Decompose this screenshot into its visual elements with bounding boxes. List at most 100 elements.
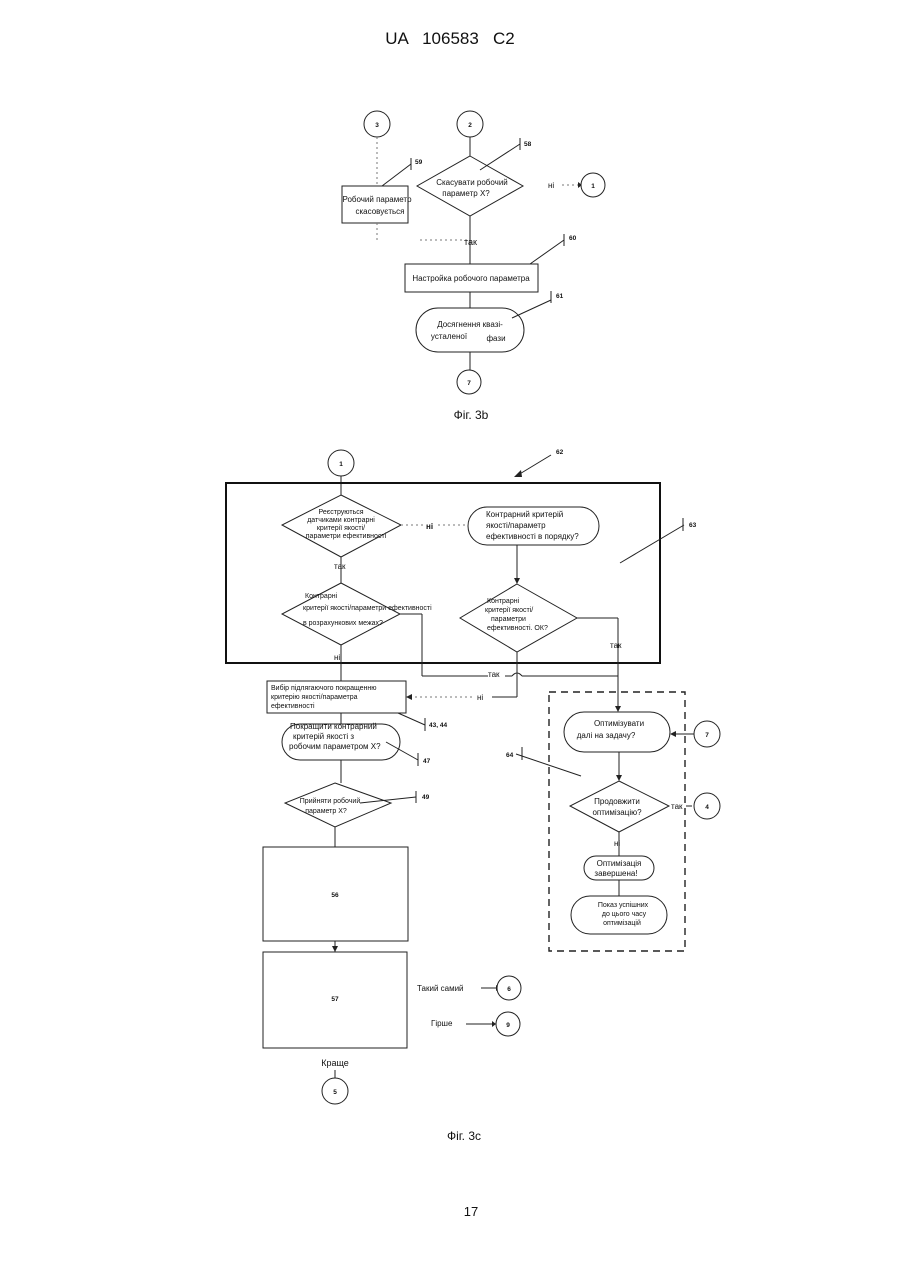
label-same: Такий самий <box>417 984 464 993</box>
box-parameter-cancelled-line1: Робочий параметр <box>342 195 412 204</box>
label-no: ні <box>614 839 620 848</box>
decision-registered-line2: датчиками контрарні <box>307 516 375 524</box>
label-yes: так <box>488 670 500 679</box>
reference-57: 57 <box>331 996 339 1003</box>
connector-2-label: 2 <box>468 122 472 129</box>
terminal-show-line2: до цього часу <box>602 911 647 918</box>
reference-leader <box>530 240 564 264</box>
reference-60: 60 <box>569 235 577 242</box>
terminal-done-line2: завершена! <box>594 869 637 878</box>
figure-caption-3c: Фіг. 3с <box>447 1129 481 1143</box>
connector-7-label: 7 <box>467 380 471 387</box>
box-select-line2: критерію якості/параметра <box>271 693 358 701</box>
terminal-quasi-steady-state-line3: фази <box>486 334 505 343</box>
arrowhead <box>514 578 520 584</box>
figure-3c: 1 62 Реєструються датчиками контрарні кр… <box>226 449 720 1143</box>
terminal-optimize-line1: Оптимізувати <box>594 719 644 728</box>
reference-61: 61 <box>556 293 564 300</box>
arrowhead <box>492 1021 496 1027</box>
connector-1-label: 1 <box>339 461 343 468</box>
decision-registered-line4: параметри ефективності <box>306 532 387 540</box>
connector-3-label: 3 <box>375 122 379 129</box>
figure-3b: 3 2 Скасувати робочий параметр Х? 58 ні … <box>342 111 605 422</box>
decision-within-limits <box>282 583 400 645</box>
label-yes: так <box>671 802 683 811</box>
reference-59: 59 <box>415 159 423 166</box>
arrowhead <box>332 946 338 952</box>
label-yes: так <box>464 237 477 247</box>
box-parameter-cancelled <box>342 186 408 223</box>
terminal-quasi-steady-state-line1: Досягнення квазі- <box>437 320 503 329</box>
terminal-show-line1: Показ успішних <box>598 901 649 909</box>
connector-4-label: 4 <box>705 804 709 811</box>
decision-cancel-parameter-line2: параметр Х? <box>442 189 490 198</box>
decision-ok-line3: параметри <box>491 616 526 623</box>
label-no: ні <box>334 653 340 662</box>
terminal-improve-line3: робочим параметром Х? <box>289 742 381 751</box>
reference-63: 63 <box>689 522 697 529</box>
terminal-show-line3: оптимізацій <box>603 919 641 927</box>
arrowhead <box>670 731 676 737</box>
reference-leader <box>518 455 551 475</box>
box-parameter-tuning-label: Настройка робочого параметра <box>412 274 530 283</box>
reference-43-44: 43, 44 <box>429 722 447 729</box>
decision-limits-line1: Контрарні <box>305 592 338 600</box>
box-select-line3: ефективності <box>271 702 315 710</box>
decision-registered-line3: критерії якості/ <box>317 524 365 532</box>
terminal-in-order-line1: Контрарний критерій <box>486 510 563 519</box>
figure-caption-3b: Фіг. 3b <box>454 408 489 422</box>
reference-leader <box>382 164 411 186</box>
arrowhead <box>514 470 522 477</box>
arrowhead <box>406 694 412 700</box>
label-yes: так <box>610 641 622 650</box>
terminal-improve-line2: критерій якості з <box>293 732 354 741</box>
decision-accept-line2: параметр Х? <box>305 808 347 815</box>
decision-ok-line1: Контрарні <box>487 597 520 605</box>
terminal-in-order-line2: якості/параметр <box>486 521 546 530</box>
label-better: Краще <box>321 1058 349 1068</box>
reference-47: 47 <box>423 758 431 765</box>
terminal-quasi-steady-state-line2: усталеної <box>431 332 468 341</box>
connector-7-label: 7 <box>705 732 709 739</box>
label-yes: так <box>334 562 346 571</box>
reference-58: 58 <box>524 141 532 148</box>
terminal-done-line1: Оптимізація <box>597 859 642 868</box>
monitoring-module-frame <box>226 483 660 663</box>
label-no: ні <box>548 181 554 190</box>
decision-registered-line1: Реєструються <box>318 509 363 516</box>
decision-limits-line3: в розрахункових межах? <box>303 620 383 627</box>
decision-accept-line1: Прийняти робочий <box>300 797 361 805</box>
reference-56: 56 <box>331 892 339 899</box>
connector-5-label: 5 <box>333 1089 337 1096</box>
arrowhead <box>616 775 622 781</box>
label-worse: Гірше <box>431 1019 453 1028</box>
decision-ok-line2: критерії якості/ <box>485 606 533 614</box>
reference-leader <box>512 300 551 318</box>
arrowhead <box>615 706 621 712</box>
connector-6-label: 6 <box>507 986 511 993</box>
decision-ok-line4: ефективності. ОК? <box>487 624 548 632</box>
terminal-in-order-line3: ефективності в порядку? <box>486 532 579 541</box>
reference-49: 49 <box>422 794 430 801</box>
terminal-optimize-line2: далі на задачу? <box>577 731 636 740</box>
reference-leader <box>398 713 425 725</box>
label-no: ні <box>426 522 433 531</box>
decision-cancel-parameter-line1: Скасувати робочий <box>436 178 508 187</box>
reference-leader <box>620 525 684 563</box>
connector-1-label: 1 <box>591 183 595 190</box>
decision-accept-parameter <box>285 783 391 827</box>
box-parameter-cancelled-line2: скасовується <box>356 207 405 216</box>
terminal-quasi-steady-state <box>416 308 524 352</box>
decision-limits-line2: критерії якості/параметри ефективності <box>303 604 432 612</box>
label-no: ні <box>477 693 483 702</box>
decision-continue-line2: оптимізацію? <box>592 808 642 817</box>
decision-continue-line1: Продовжити <box>594 797 640 806</box>
decision-continue-optimization <box>570 781 669 832</box>
reference-64: 64 <box>506 752 514 759</box>
page-number: 17 <box>464 1204 478 1219</box>
box-select-line1: Вибір підлягаючого покращенню <box>271 684 377 692</box>
reference-leader <box>480 144 520 170</box>
reference-62: 62 <box>556 449 564 456</box>
connector-9-label: 9 <box>506 1022 510 1029</box>
